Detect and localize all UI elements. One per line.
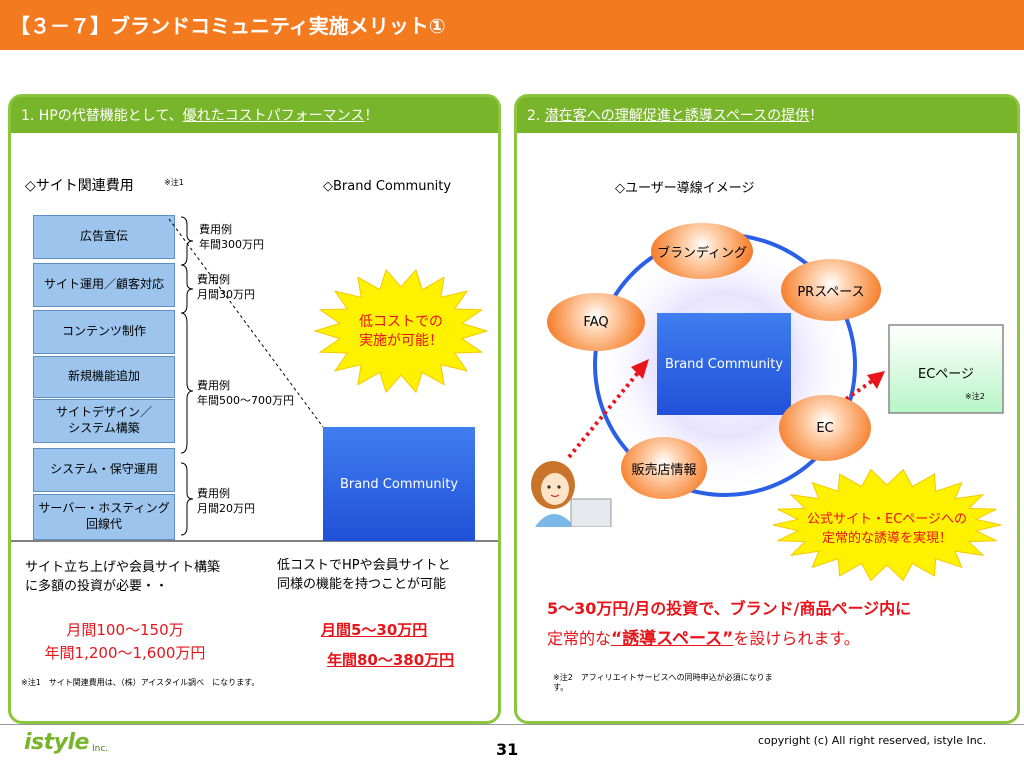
bubble-faq: FAQ — [547, 293, 645, 351]
bubble-ec: EC — [779, 395, 871, 461]
bubble-branding: ブランディング — [651, 223, 753, 279]
stack-item-design: サイトデザイン／ システム構築 — [33, 399, 175, 443]
right-cost-monthly: 月間5～30万円 — [321, 621, 428, 639]
brand-community-label: ◇Brand Community — [323, 179, 452, 194]
page-number: 31 — [496, 740, 519, 759]
left-panel-heading: 1. HPの代替機能として、優れたコストパフォーマンス！ — [11, 97, 498, 133]
low-cost-text: 低コストでの 実施が可能！ — [359, 314, 443, 349]
stack-item-operation: サイト運用／顧客対応 — [33, 263, 175, 307]
right-panel-heading: 2. 潜在客への理解促進と誘導スペースの提供！ — [517, 97, 1017, 133]
title-bar: 【３－７】ブランドコミュニティ実施メリット① — [0, 0, 1024, 50]
left-panel: 1. HPの代替機能として、優れたコストパフォーマンス！ ◇サイト関連費用 ※注… — [8, 94, 501, 724]
user-person-illustration — [531, 461, 612, 527]
bubble-pr-space: PRスペース — [781, 259, 881, 321]
stack-item-server: サーバー・ホスティング 回線代 — [33, 494, 175, 540]
right-panel: 2. 潜在客への理解促進と誘導スペースの提供！ ◇ユーザー導線イメージ Bran… — [514, 94, 1020, 724]
cost-note-maintenance: 費用例 月間20万円 — [197, 487, 255, 515]
stack-item-maintenance: システム・保守運用 — [33, 448, 175, 492]
page-title: 【３－７】ブランドコミュニティ実施メリット① — [10, 14, 446, 38]
brand-community-block: Brand Community — [323, 427, 475, 541]
left-footnote: ※注1 サイト関連費用は、（株）アイスタイル調べ になります。 — [21, 678, 260, 687]
heading-suffix: ！ — [364, 108, 379, 124]
ec-starburst — [772, 468, 1002, 582]
ec-starburst-text: 公式サイト・ECページへの 定常的な誘導を実現！ — [806, 512, 968, 546]
main-text-line2: 定常的な“誘導スペース”を設けられます。 — [547, 629, 860, 649]
right-cost-yearly: 年間80～380万円 — [327, 651, 455, 669]
site-cost-label: ◇サイト関連費用 — [25, 178, 134, 194]
low-cost-starburst — [313, 268, 489, 394]
copyright: copyright (c) All right reserved, istyle… — [758, 734, 987, 747]
ec-page-label: ECページ — [917, 367, 975, 382]
istyle-logo-sub: Inc. — [92, 744, 109, 754]
ec-page-note: ※注2 — [965, 392, 985, 401]
footer-divider — [0, 724, 1024, 725]
site-cost-note-mark: ※注1 — [164, 178, 184, 187]
istyle-logo: istyle Inc. — [24, 730, 120, 760]
user-flow-label: ◇ユーザー導線イメージ — [615, 181, 755, 196]
heading-underlined: 優れたコストパフォーマンス — [182, 108, 365, 124]
cost-note-development: 費用例 年間500～700万円 — [197, 379, 294, 407]
guidance-space-text: “誘導スペース” — [611, 629, 734, 649]
cost-note-ad: 費用例 年間300万円 — [199, 223, 264, 251]
stack-item-ad: 広告宣伝 — [33, 215, 175, 259]
cost-note-operation: 費用例 月間30万円 — [197, 273, 255, 301]
heading-underlined: 潜在客への理解促進と誘導スペースの提供 — [544, 108, 810, 124]
right-description: 低コストでHPや会員サイトと 同様の機能を持つことが可能 — [277, 558, 451, 592]
main-text-line1: 5～30万円/月の投資で、ブランド/商品ページ内に — [547, 599, 912, 618]
heading-suffix: ！ — [809, 108, 824, 124]
bubble-shop-info: 販売店情報 — [621, 437, 707, 499]
stack-item-new-feature: 新規機能追加 — [33, 356, 175, 398]
left-description: サイト立ち上げや会員サイト構築 に多額の投資が必要・・ — [25, 560, 221, 594]
stack-item-contents: コンテンツ制作 — [33, 310, 175, 354]
heading-prefix: 2. — [527, 108, 545, 124]
istyle-logo-text: istyle — [24, 730, 89, 755]
left-cost-value: 月間100～150万 年間1,200～1,600万円 — [44, 621, 206, 662]
right-footnote: ※注2 アフィリエイトサービスへの同時申込が必須になりま す。 — [553, 673, 773, 692]
heading-prefix: 1. HPの代替機能として、 — [21, 108, 183, 124]
brand-community-center: Brand Community — [657, 313, 791, 415]
left-diagram-lines — [11, 216, 498, 542]
